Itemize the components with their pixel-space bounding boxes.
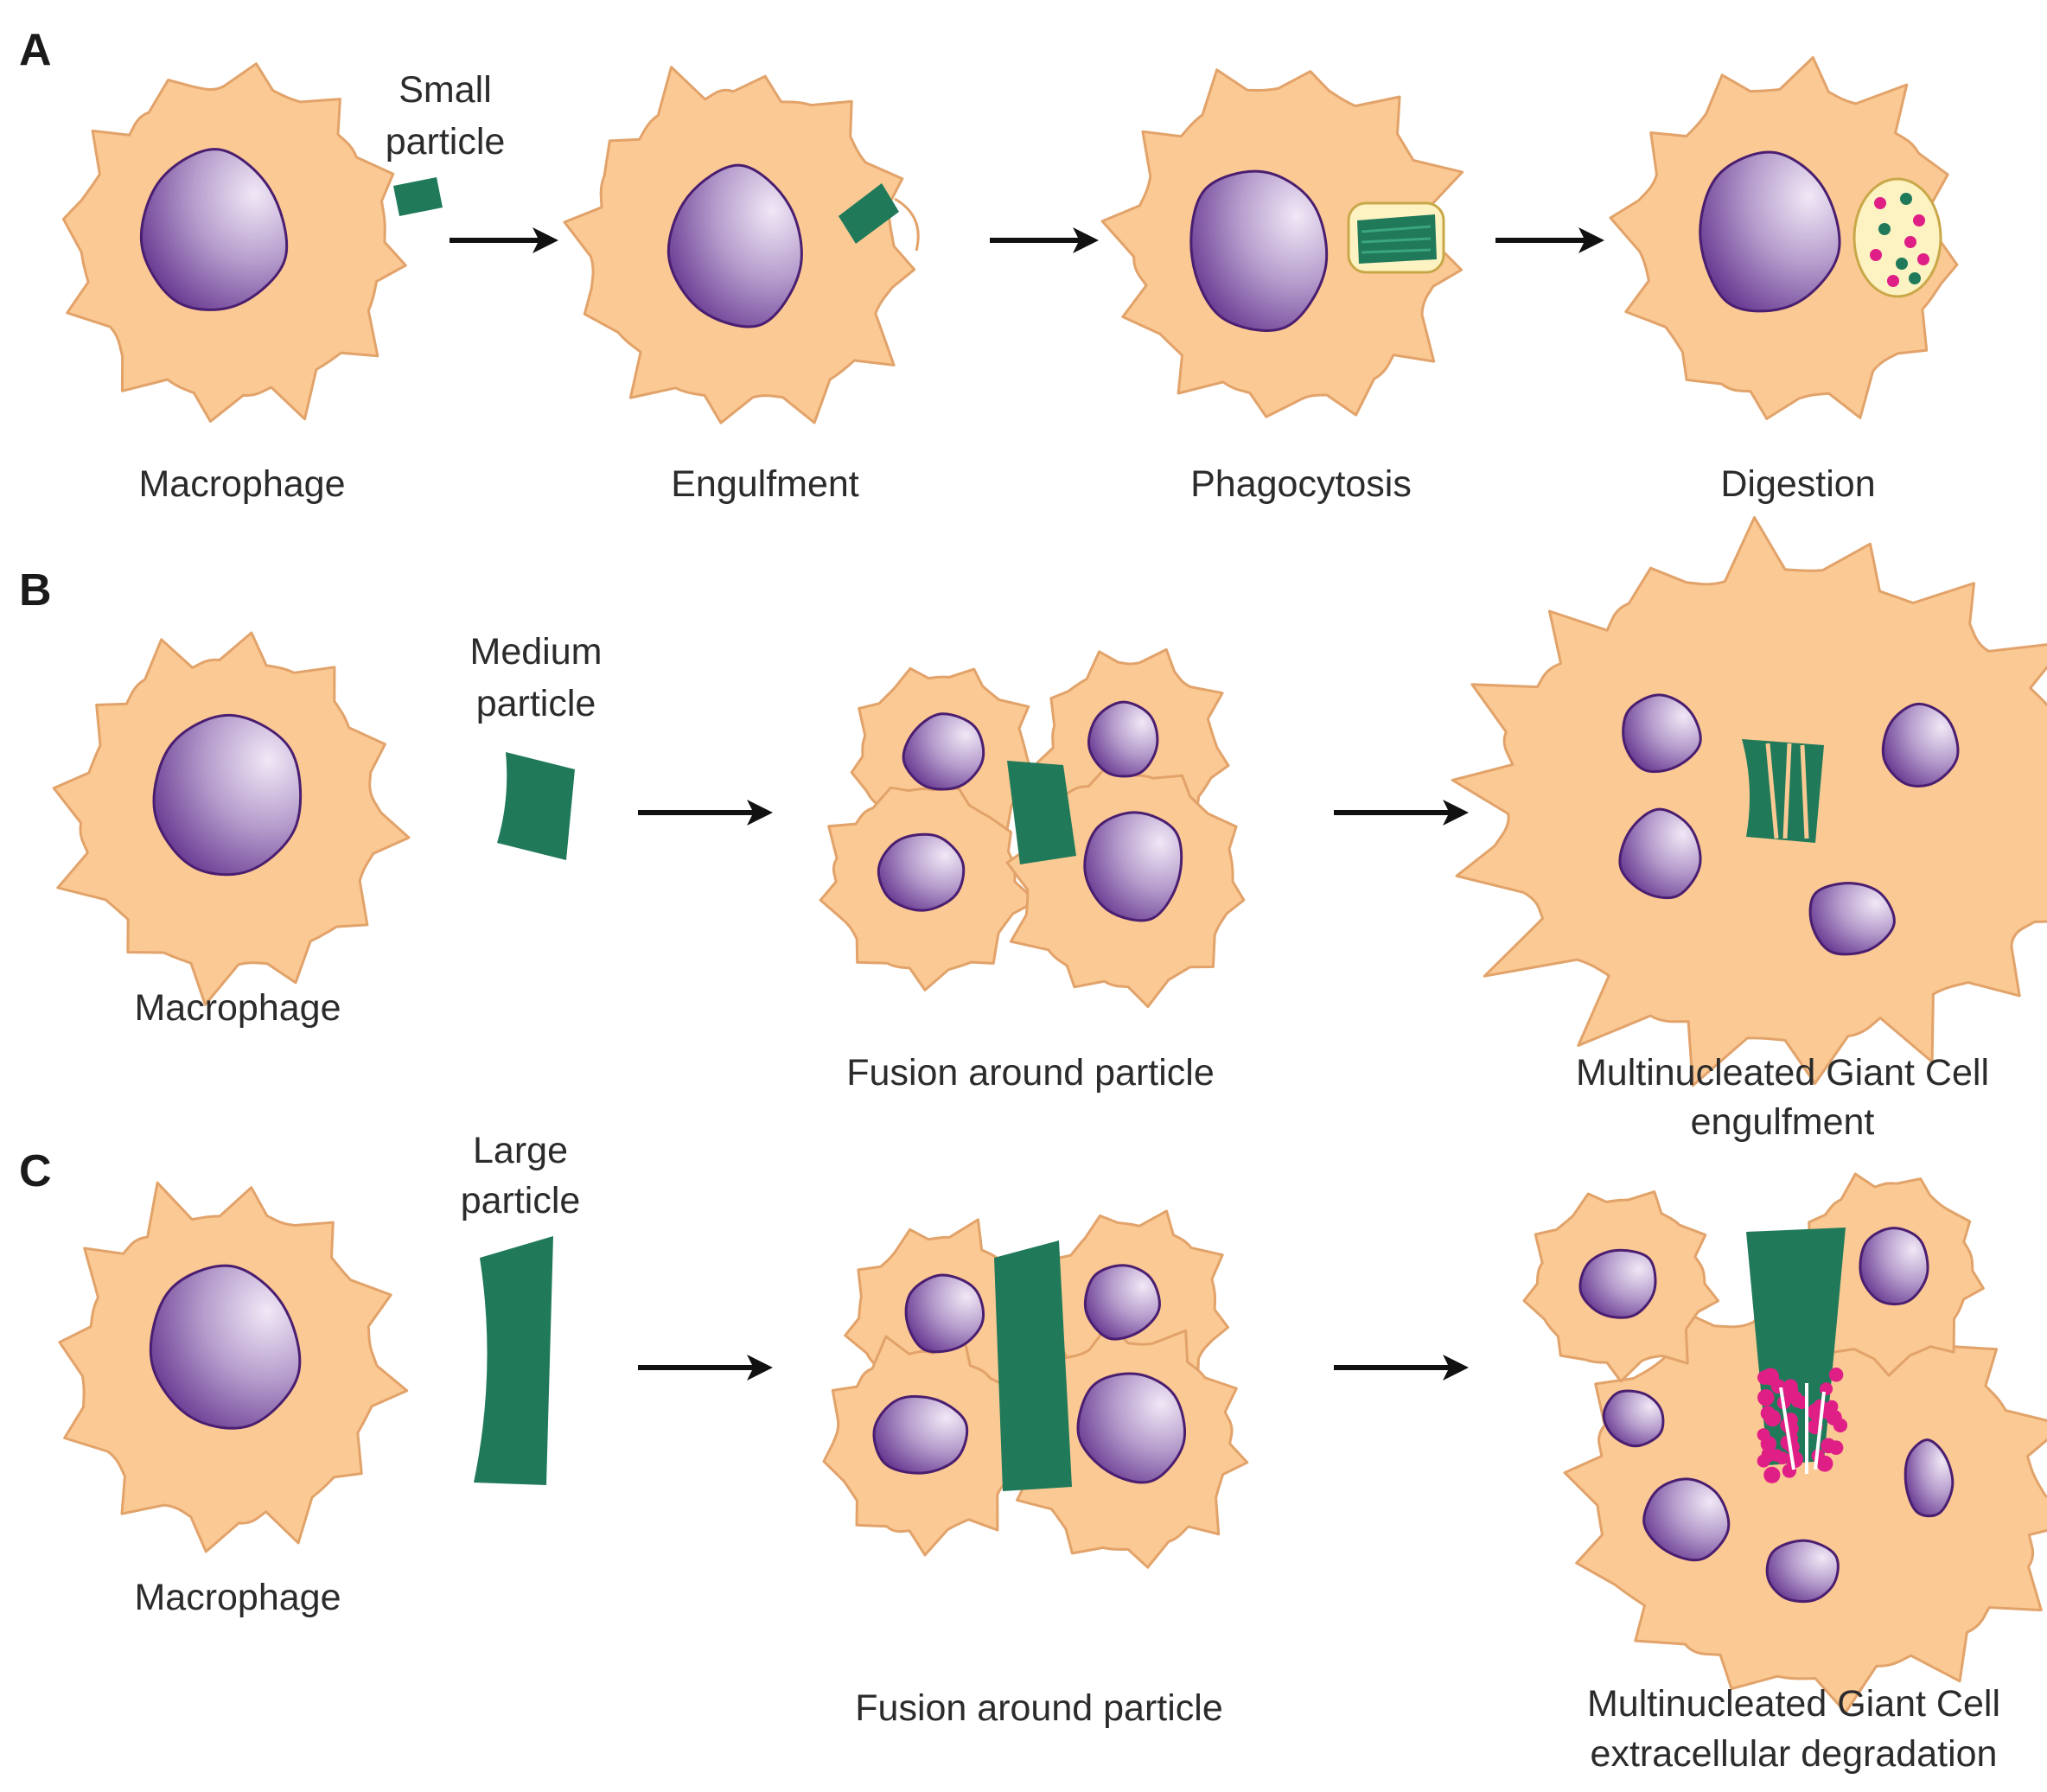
result-label-c-line2: extracellular degradation (1591, 1733, 1998, 1775)
digested-fragment (1878, 223, 1891, 235)
fusion-nucleus-c3 (872, 1394, 969, 1475)
result-label-b-line2: engulfment (1691, 1101, 1875, 1143)
degradative-enzyme (1821, 1438, 1836, 1454)
fusion-nucleus-b3 (877, 832, 966, 912)
digested-fragment (1913, 214, 1925, 226)
degradative-enzyme (1763, 1466, 1781, 1483)
phagocytosis-nucleus (1189, 169, 1329, 332)
degradative-enzyme (1757, 1389, 1775, 1406)
digested-fragment (1896, 258, 1908, 270)
stage-label-engulfment: Engulfment (671, 463, 859, 505)
degradative-enzyme (1782, 1382, 1799, 1399)
fusion-nucleus-c2 (1083, 1264, 1161, 1341)
digested-fragment (1870, 249, 1882, 261)
engulfment-pseudopod (894, 197, 920, 252)
giant-nucleus-c3 (1602, 1389, 1665, 1448)
degradative-enzyme (1763, 1409, 1782, 1427)
medium-particle (497, 752, 575, 860)
degradative-enzyme (1828, 1368, 1844, 1382)
fused-large-particle (994, 1240, 1072, 1491)
macrophage-nucleus-a (139, 148, 289, 311)
macrophage-nucleus-b (152, 713, 303, 877)
stage-label-macrophage-c: Macrophage (134, 1577, 341, 1618)
medium-particle-label-line2: particle (476, 683, 596, 724)
degradative-enzyme (1833, 1418, 1848, 1433)
giant-nucleus-c4 (1642, 1477, 1731, 1562)
large-particle-label-line1: Large (473, 1130, 568, 1171)
arrows (450, 227, 1604, 1381)
giant-nucleus-b2 (1881, 702, 1960, 788)
large-particle-label-line2: particle (461, 1180, 581, 1221)
panel-letter-a: A (19, 25, 52, 75)
giant-nucleus-b1 (1622, 693, 1702, 774)
digested-fragment (1917, 253, 1929, 265)
giant-cell-particle (1742, 739, 1824, 843)
engulfed-particle (839, 183, 899, 244)
phagolysosome (1853, 177, 1942, 298)
cell-layer (52, 56, 2047, 1714)
stage-label-macrophage-a: Macrophage (138, 463, 345, 505)
stage-label-fusion-c: Fusion around particle (855, 1687, 1222, 1729)
giant-nucleus-c2 (1859, 1227, 1929, 1306)
giant-nucleus-b4 (1808, 882, 1896, 956)
fused-medium-particle (1007, 761, 1076, 864)
stage-label-fusion-b: Fusion around particle (846, 1052, 1214, 1094)
nucleus-layer (139, 148, 1960, 1604)
degradative-enzyme (1757, 1454, 1770, 1468)
digested-fragment (1904, 236, 1916, 248)
giant-nucleus-c1 (1578, 1248, 1657, 1319)
digestion-nucleus (1699, 150, 1841, 313)
result-label-c-line1: Multinucleated Giant Cell (1587, 1683, 2000, 1725)
digested-fragment (1887, 275, 1899, 287)
digested-fragment (1909, 272, 1921, 284)
stage-label-phagocytosis: Phagocytosis (1190, 463, 1412, 505)
particle-stripes (1361, 225, 1432, 254)
giant-nucleus-b3 (1618, 807, 1702, 900)
small-particle-label-line2: particle (386, 121, 506, 163)
degradation-cracks (1779, 1383, 1826, 1474)
degradative-enzyme (1760, 1436, 1776, 1452)
stage-label-digestion: Digestion (1720, 463, 1875, 505)
giant-nucleus-c5 (1765, 1539, 1840, 1604)
panel-letter-c: C (19, 1146, 52, 1196)
small-particle (393, 177, 443, 216)
stage-label-macrophage-b: Macrophage (134, 987, 341, 1029)
fusion-nucleus-c1 (904, 1273, 985, 1354)
fusion-nucleus-c4 (1076, 1372, 1186, 1484)
macrophage-nucleus-c (149, 1264, 302, 1430)
small-particle-label-line1: Small (399, 69, 492, 111)
large-particle (474, 1236, 553, 1485)
detail-layer (894, 177, 1942, 1483)
fusion-nucleus-b1 (902, 712, 985, 791)
degradative-enzyme (1776, 1451, 1789, 1464)
digested-fragment (1900, 193, 1912, 205)
panel-letter-b: B (19, 565, 52, 615)
digested-fragment (1874, 197, 1886, 209)
result-label-b-line1: Multinucleated Giant Cell (1576, 1052, 1989, 1094)
fusion-nucleus-b4 (1083, 811, 1183, 922)
degradative-enzyme (1820, 1382, 1833, 1396)
engulfment-nucleus (666, 163, 803, 328)
giant-nucleus-c6 (1904, 1438, 1955, 1518)
fusion-nucleus-b2 (1087, 700, 1159, 778)
particle-fragments (1765, 743, 1809, 839)
medium-particle-label-line1: Medium (470, 631, 603, 673)
